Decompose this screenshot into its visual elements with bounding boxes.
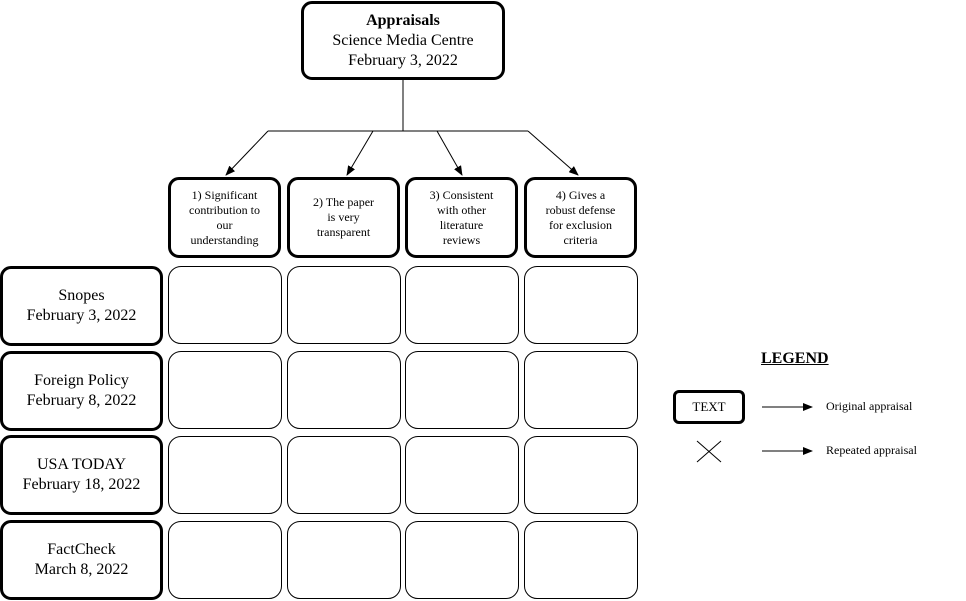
criterion-3-line: reviews [442,232,481,247]
criterion-4-line: for exclusion [549,217,612,232]
criterion-4-box: 4) Gives a robust defense for exclusion … [524,177,637,258]
grid-cell [405,351,519,429]
legend-cross-line-b [696,440,722,463]
grid-cell [287,521,401,599]
grid-cell [405,436,519,514]
root-appraisals-box: Appraisals Science Media Centre February… [301,1,505,80]
source-name: USA TODAY [36,456,127,473]
criterion-2-line: is very [327,210,360,224]
criterion-2-line: transparent [316,225,371,239]
root-title: Appraisals [366,11,440,29]
source-name: Foreign Policy [34,372,129,389]
grid-cell [405,521,519,599]
grid-cell [524,351,638,429]
grid-cell [168,521,282,599]
legend-original-label: Original appraisal [826,399,913,413]
criterion-3-line: literature [439,217,484,232]
grid-cell [168,266,282,344]
criterion-1-line: our [216,217,233,232]
grid-cell [287,351,401,429]
source-row-3-box: USA TODAY February 18, 2022 [0,435,163,515]
source-name: Snopes [58,287,105,304]
source-row-1-box: Snopes February 3, 2022 [0,266,163,346]
source-date: February 8, 2022 [26,392,137,409]
criterion-1-line: 1) Significant [191,187,258,202]
grid-cell [287,266,401,344]
grid-cell [168,436,282,514]
root-date: February 3, 2022 [348,51,458,69]
grid-cell [524,266,638,344]
grid-cell [287,436,401,514]
source-name: FactCheck [47,541,116,558]
criterion-1-line: understanding [190,232,259,247]
arrow-to-criterion-2 [346,130,374,176]
root-source: Science Media Centre [332,31,474,49]
source-date: February 18, 2022 [22,476,141,493]
source-row-2-box: Foreign Policy February 8, 2022 [0,351,163,431]
criterion-3-line: 3) Consistent [429,187,494,202]
criterion-2-box: 2) The paper is very transparent [287,177,400,258]
arrow-to-criterion-4 [527,130,579,176]
legend-repeated-label: Repeated appraisal [826,443,917,457]
criterion-1-box: 1) Significant contribution to our under… [168,177,281,258]
grid-cell [168,351,282,429]
source-date: February 3, 2022 [26,307,137,324]
legend-title: LEGEND [761,350,829,367]
criterion-4-line: robust defense [545,202,616,217]
legend-original-box: TEXT [673,390,745,424]
grid-cell [524,436,638,514]
grid-cell [524,521,638,599]
criterion-3-box: 3) Consistent with other literature revi… [405,177,518,258]
arrow-to-criterion-1 [225,130,269,176]
criterion-3-line: with other [437,202,486,217]
source-row-4-box: FactCheck March 8, 2022 [0,520,163,600]
criterion-2-line: 2) The paper [312,195,375,209]
criterion-1-line: contribution to [189,202,260,217]
arrow-to-criterion-3 [436,130,463,176]
grid-cell [405,266,519,344]
source-date: March 8, 2022 [34,561,129,578]
criterion-4-line: 4) Gives a [555,187,606,202]
legend-box-text: TEXT [692,399,726,414]
criterion-4-line: criteria [563,232,598,247]
